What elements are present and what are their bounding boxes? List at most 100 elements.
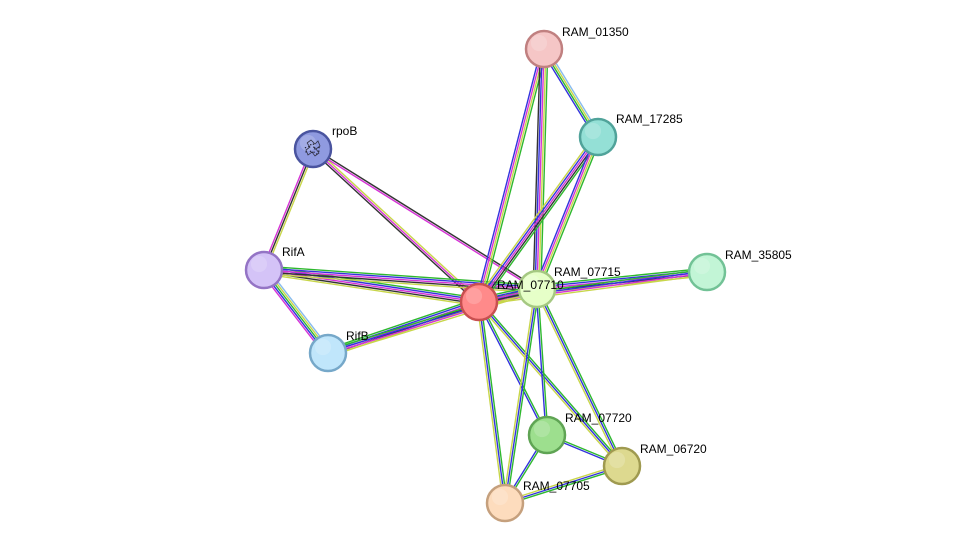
node-circle[interactable] [459,282,499,322]
node-label-RAM_07710: RAM_07710 [497,278,564,292]
node-RifA[interactable] [244,250,284,290]
node-highlight [314,338,332,356]
edge-evidence-black [311,149,479,304]
edge-RAM_01350-RAM_07710[interactable] [475,48,548,303]
node-RAM_01350[interactable] [524,29,564,69]
node-highlight [584,122,602,140]
node-rpoB[interactable] [293,129,333,169]
node-RAM_07720[interactable] [527,415,567,455]
node-circle[interactable] [293,129,333,169]
edge-evidence-magenta [536,48,545,290]
edge-RAM_07715-RAM_07720[interactable] [535,288,549,436]
node-RAM_06720[interactable] [602,446,642,486]
edge-evidence-green [479,300,624,466]
edge-evidence-black [263,271,479,305]
edge-evidence-yellow [479,49,546,303]
node-RifB[interactable] [308,333,348,373]
edge-evidence-green [538,137,602,291]
node-circle[interactable] [244,250,284,290]
node-label-RifB: RifB [346,329,369,343]
node-RAM_07710[interactable] [459,282,499,322]
edge-evidence-green [326,297,479,351]
edge-evidence-blue [504,288,538,504]
edge-evidence-yellow [263,273,479,307]
node-circle[interactable] [527,415,567,455]
edge-evidence-blue [504,465,623,504]
edge-evidence-blue [478,301,623,467]
edge-RAM_07715-RAM_06720[interactable] [534,287,625,468]
node-circle[interactable] [517,269,557,309]
node-highlight [491,488,509,506]
node-RAM_07705[interactable] [485,483,525,523]
edge-evidence-green [536,267,707,286]
edge-evidence-green [537,288,549,435]
edge-evidence-yellow [476,302,504,504]
edge-evidence-blue [264,267,480,301]
node-label-RifA: RifA [282,245,305,259]
node-label-rpoB: rpoB [332,124,357,138]
edge-evidence-black [263,148,314,271]
edge-RAM_07710-RAM_07705[interactable] [476,301,508,504]
edge-RAM_17285-RAM_07710[interactable] [475,134,602,305]
edge-evidence-green [538,287,625,466]
edge-evidence-green [480,301,508,503]
edge-evidence-green [481,49,548,303]
edge-rpoB-RAM_07710[interactable] [311,147,481,304]
edge-evidence-blue [477,302,547,436]
node-circle[interactable] [602,446,642,486]
edge-evidence-black [313,147,538,289]
edge-RAM_01350-RAM_07715[interactable] [532,48,549,290]
edge-evidence-green [479,301,549,435]
node-highlight [523,274,541,292]
edge-evidence-yellow [475,134,596,301]
edge-evidence-yellow [313,147,481,302]
edge-evidence-black [479,137,601,304]
edge-evidence-yellow [479,274,708,306]
edge-evidence-magenta [478,136,599,303]
node-RAM_35805[interactable] [687,252,727,292]
edge-evidence-blue [478,301,506,504]
edge-RAM_07710-RAM_06720[interactable] [477,300,624,468]
node-circle[interactable] [578,117,618,157]
node-highlight [693,257,711,275]
node-highlight [533,420,551,438]
edge-RAM_07715-RAM_07705[interactable] [502,288,540,504]
edge-RifA-RAM_07710[interactable] [263,265,480,307]
edge-evidence-blue [535,289,547,436]
node-RAM_07715[interactable] [517,269,557,309]
edge-evidence-green [540,49,549,290]
edge-evidence-green [481,138,602,305]
edge-RAM_06720-RAM_07705[interactable] [504,463,623,506]
node-highlight [250,255,268,273]
node-label-RAM_07705: RAM_07705 [523,479,590,493]
node-label-RAM_06720: RAM_06720 [640,442,707,456]
node-label-RAM_01350: RAM_01350 [562,25,629,39]
edge-evidence-yellow [534,289,621,468]
edge-evidence-yellow [538,49,547,290]
edge-evidence-black [532,48,541,289]
node-circle[interactable] [308,333,348,373]
edge-evidence-green [506,289,540,504]
node-circle[interactable] [485,483,525,523]
edge-evidence-blue [533,135,597,289]
edge-evidence-yellow [502,288,536,503]
node-label-RAM_07715: RAM_07715 [554,265,621,279]
node-label-RAM_07720: RAM_07720 [565,411,632,425]
edge-evidence-magenta [261,148,312,270]
edge-RAM_07710-RAM_07720[interactable] [477,301,549,436]
node-circle[interactable] [524,29,564,69]
node-highlight [465,287,483,305]
node-highlight [608,451,626,469]
edge-evidence-blue [536,288,623,467]
node-RAM_17285[interactable] [578,117,618,157]
node-circle[interactable] [687,252,727,292]
protein-structure-icon [304,139,321,157]
edge-evidence-yellow [504,463,622,502]
node-highlight [299,134,317,152]
edge-evidence-blue [534,48,543,289]
edge-rpoB-RifA[interactable] [261,148,316,271]
edge-RAM_17285-RAM_07715[interactable] [533,135,602,291]
node-highlight [530,34,548,52]
